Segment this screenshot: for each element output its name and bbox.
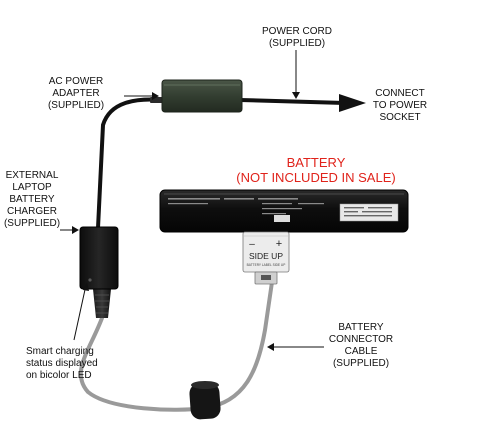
battery-sticker-small	[274, 215, 290, 222]
label-battery-not-included: BATTERY(NOT INCLUDED IN SALE)	[236, 155, 396, 185]
dc-cable	[96, 97, 164, 230]
label-power-cord: POWER CORD(SUPPLIED)	[262, 26, 332, 49]
external-charger-body	[79, 226, 119, 290]
charger-plug	[93, 289, 111, 318]
connector-minus: –	[249, 239, 255, 250]
leader-arrows	[60, 50, 324, 351]
bicolor-led	[88, 278, 92, 282]
battery-sticker-large	[339, 203, 399, 222]
battery-connector-cable	[78, 280, 274, 412]
ac-adapter-brick	[161, 79, 243, 113]
connector-plus: +	[276, 238, 282, 250]
battery-label-print	[168, 198, 324, 215]
battery-sticker-print	[344, 207, 392, 217]
ac-adapter-seam	[164, 84, 240, 86]
power-cord-arrowhead	[339, 94, 366, 112]
ferrite-core-end	[191, 381, 219, 389]
ferrite-core	[189, 382, 221, 420]
connector-side-up: SIDE UP	[249, 251, 283, 261]
power-cord	[239, 98, 346, 105]
connector-small-text: BATTERY LABEL SIDE UP	[247, 263, 286, 267]
arrow-led-note	[73, 284, 87, 341]
